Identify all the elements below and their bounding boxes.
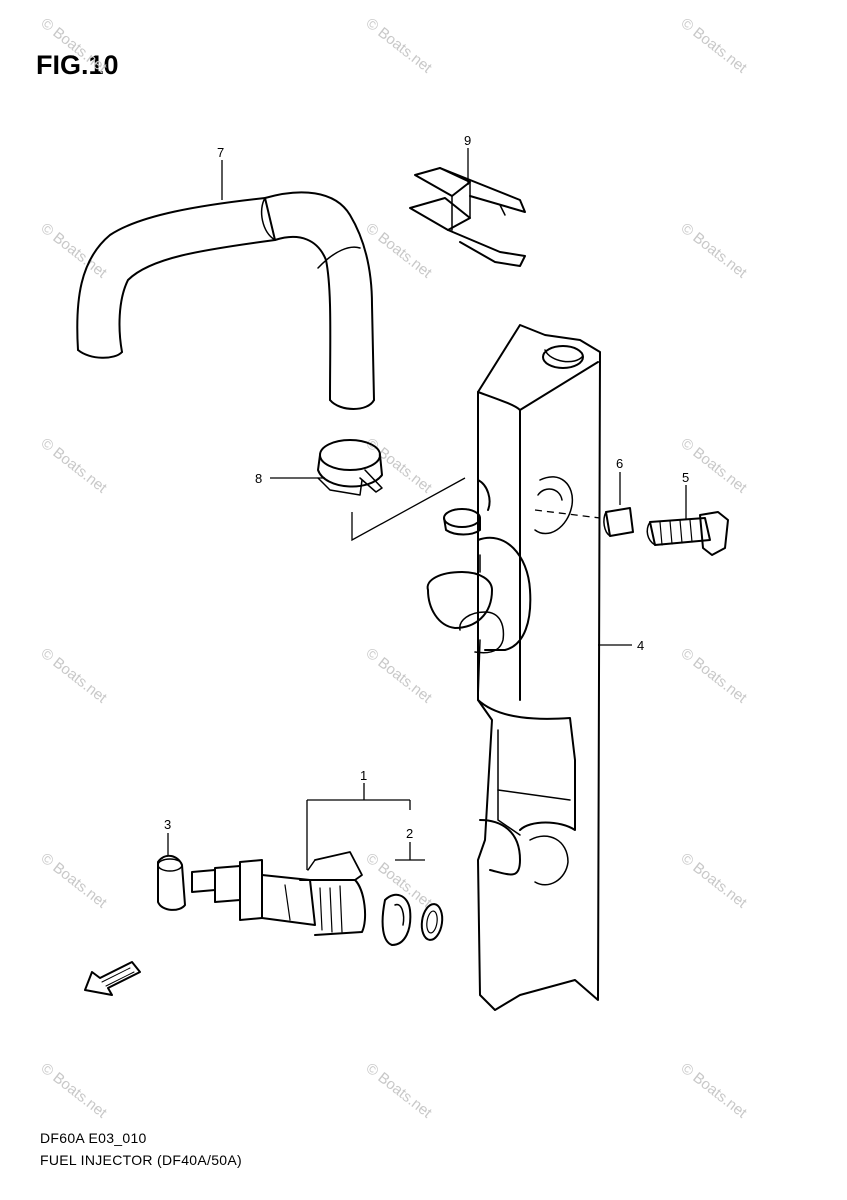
callout-3: 3 xyxy=(164,817,171,832)
bolt[interactable] xyxy=(646,511,729,556)
watermark-text: © Boats.net xyxy=(363,435,436,497)
watermark-text: © Boats.net xyxy=(38,645,111,707)
spacer[interactable] xyxy=(603,507,634,537)
watermark-text: © Boats.net xyxy=(678,850,751,912)
watermark-text: © Boats.net xyxy=(38,435,111,497)
watermark-text: © Boats.net xyxy=(678,220,751,282)
watermark-text: © Boats.net xyxy=(363,850,436,912)
leader-line-1 xyxy=(306,783,411,870)
figure-title: FIG.10 xyxy=(36,50,119,80)
hose-clip[interactable] xyxy=(317,439,383,496)
diagram-code: DF60A E03_010 xyxy=(40,1130,147,1146)
leader-line-2 xyxy=(395,842,425,861)
o-ring[interactable] xyxy=(381,893,445,946)
callout-7: 7 xyxy=(217,145,224,160)
cushion[interactable] xyxy=(157,854,186,911)
callout-5: 5 xyxy=(682,470,689,485)
fuel-hose[interactable] xyxy=(76,191,375,410)
rail-branch-fitting[interactable] xyxy=(426,508,532,654)
watermark-text: © Boats.net xyxy=(38,850,111,912)
callout-6: 6 xyxy=(616,456,623,471)
watermark-text: © Boats.net xyxy=(363,1060,436,1122)
watermark-layer: © Boats.net © Boats.net © Boats.net © Boats… xyxy=(38,15,751,1122)
watermark-text: © Boats.net xyxy=(678,1060,751,1122)
hose-connection-line xyxy=(351,477,466,542)
callout-1: 1 xyxy=(360,768,367,783)
diagram-description: FUEL INJECTOR (DF40A/50A) xyxy=(40,1152,242,1168)
watermark-text: © Boats.net xyxy=(678,15,751,77)
injector-assembly[interactable] xyxy=(191,851,367,936)
clamp[interactable] xyxy=(409,167,526,267)
watermark-text: © Boats.net xyxy=(38,1060,111,1122)
fuel-rail[interactable] xyxy=(477,324,601,1011)
watermark-text: © Boats.net xyxy=(363,645,436,707)
fwd-arrow-icon xyxy=(84,961,141,996)
watermark-text: © Boats.net xyxy=(678,645,751,707)
watermark-text: © Boats.net xyxy=(363,220,436,282)
callout-9: 9 xyxy=(464,133,471,148)
watermark-text: © Boats.net xyxy=(38,220,111,282)
callout-2: 2 xyxy=(406,826,413,841)
watermark-text: © Boats.net xyxy=(38,15,111,77)
watermark-text: © Boats.net xyxy=(363,15,436,77)
bolt-axis-line xyxy=(534,509,601,519)
callout-8: 8 xyxy=(255,471,262,486)
watermark-text: © Boats.net xyxy=(678,435,751,497)
callout-4: 4 xyxy=(637,638,644,653)
